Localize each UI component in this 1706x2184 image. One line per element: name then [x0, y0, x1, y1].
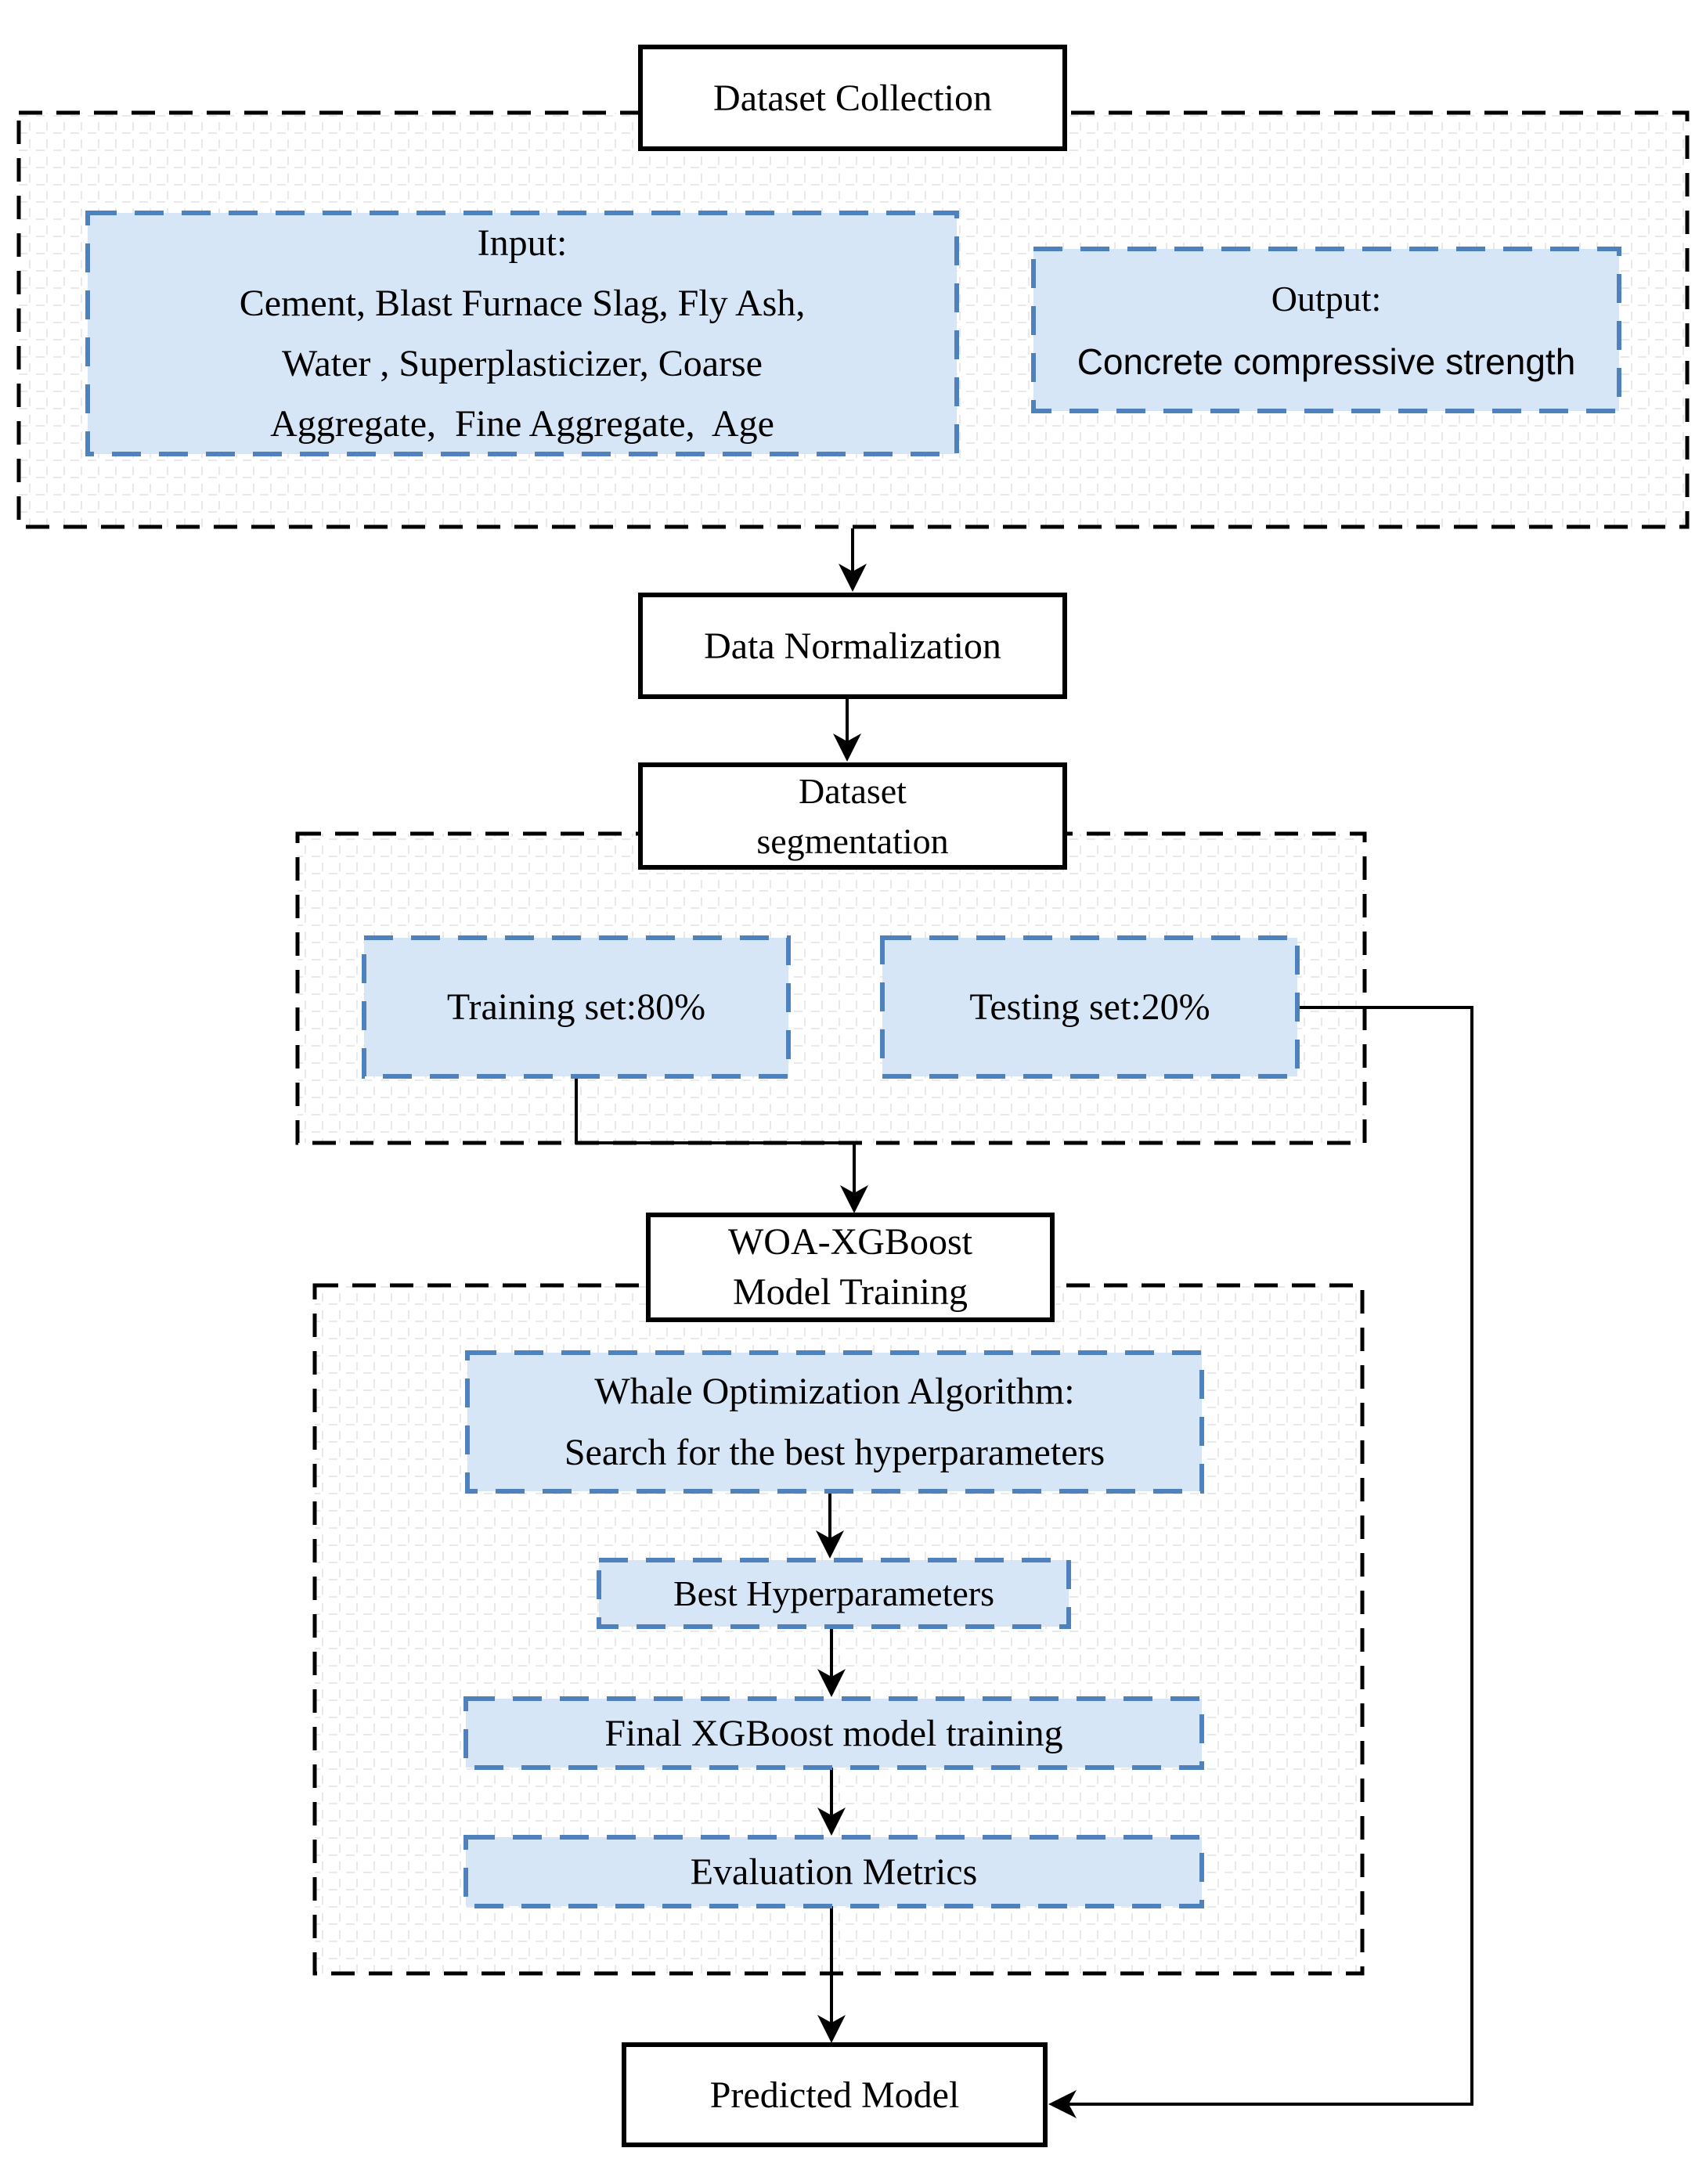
- predicted-model-box: [622, 2042, 1048, 2147]
- woa-model-training-label: WOA-XGBoost Model Training: [728, 1221, 972, 1313]
- woa-model-training-box: [646, 1213, 1055, 1322]
- dataset-segmentation-box: [638, 762, 1067, 870]
- final-xgboost-box: [463, 1696, 1204, 1770]
- evaluation-metrics-box: [463, 1835, 1204, 1908]
- dataset-collection-box: [638, 45, 1067, 151]
- whale-optimization-label: Whale Optimization Algorithm: Search for…: [564, 1370, 1105, 1473]
- best-hyperparameters-box: [597, 1558, 1071, 1629]
- connector-testing-to-predicted: [1048, 1006, 1473, 2118]
- dataset-segmentation-label: Dataset segmentation: [756, 770, 949, 861]
- input-box: [85, 211, 959, 456]
- final-xgboost-label: Final XGBoost model training: [604, 1712, 1063, 1754]
- evaluation-metrics-label: Evaluation Metrics: [690, 1851, 978, 1893]
- data-normalization-box: [638, 593, 1067, 699]
- training-set-box: [362, 935, 791, 1079]
- testing-set-label: Testing set:20%: [969, 986, 1210, 1028]
- output-label: Output: Concrete compressive strength: [1077, 278, 1576, 382]
- data-normalization-label: Data Normalization: [704, 625, 1001, 667]
- output-box: [1031, 247, 1621, 413]
- dataset-collection-label: Dataset Collection: [713, 77, 992, 119]
- whale-optimization-box: [465, 1350, 1204, 1494]
- best-hyperparameters-label: Best Hyperparameters: [673, 1573, 994, 1613]
- input-label: Input: Cement, Blast Furnace Slag, Fly A…: [239, 222, 806, 445]
- testing-set-box: [880, 935, 1300, 1079]
- connector-training-to-woa: [575, 1076, 868, 1213]
- training-set-label: Training set:80%: [446, 986, 706, 1028]
- predicted-model-label: Predicted Model: [709, 2074, 960, 2116]
